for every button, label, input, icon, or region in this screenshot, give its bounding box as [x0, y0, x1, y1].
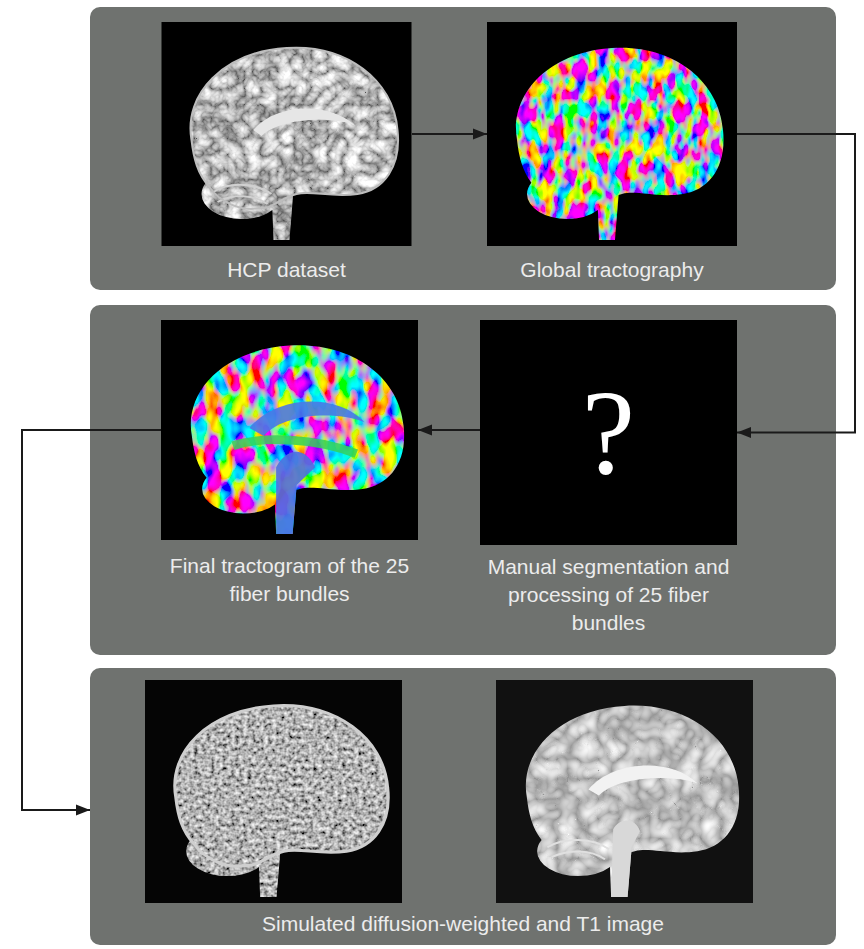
image-caption: Global tractography — [482, 256, 742, 284]
flow-arrow — [418, 429, 480, 431]
association-bundle — [233, 440, 356, 454]
step-panel — [90, 305, 836, 655]
cerebellum-folia — [547, 840, 609, 859]
image-ground — [496, 680, 753, 903]
image-box: Final tractogram of the 25 fiber bundles — [161, 320, 418, 540]
t1-image — [496, 680, 753, 903]
tractogram-image — [161, 320, 418, 540]
panel-caption: Simulated diffusion-weighted and T1 imag… — [90, 910, 836, 938]
brain-outline — [190, 48, 398, 209]
brainstem — [611, 821, 640, 897]
tractography-image — [487, 22, 737, 246]
placeholder-symbol: ? — [480, 320, 737, 545]
image-box: HCP dataset — [161, 22, 412, 246]
image-ground — [162, 22, 412, 246]
brain-outline — [175, 706, 388, 866]
brain-texture — [496, 680, 753, 903]
brainstem-bundle — [276, 452, 315, 534]
corpus-callosum-bundle — [249, 401, 364, 435]
simulated-images — [90, 668, 836, 945]
image-ground — [161, 320, 418, 540]
image-ground — [480, 320, 737, 545]
flow-arrow — [412, 133, 487, 135]
step-panel — [90, 7, 836, 290]
corpus-callosum — [254, 108, 356, 136]
fiber-texture — [487, 22, 737, 246]
brain-texture — [162, 22, 412, 246]
image-caption: Final tractogram of the 25 fiber bundles — [165, 552, 415, 608]
image-ground — [487, 22, 737, 246]
image-caption: Manual segmentation and processing of 25… — [484, 553, 734, 637]
diffusion-image — [145, 680, 402, 903]
cerebellum-folia — [214, 185, 272, 204]
flow-arrow — [737, 134, 855, 433]
brain-texture — [145, 680, 402, 903]
corpus-callosum — [589, 766, 698, 796]
fiber-texture — [161, 320, 418, 540]
mri-image — [162, 22, 412, 246]
image-box: Global tractography — [487, 22, 737, 246]
image-ground — [145, 680, 402, 903]
image-box: ?Manual segmentation and processing of 2… — [480, 320, 737, 545]
image-caption: HCP dataset — [162, 256, 412, 284]
result-panel: Simulated diffusion-weighted and T1 imag… — [90, 668, 836, 945]
